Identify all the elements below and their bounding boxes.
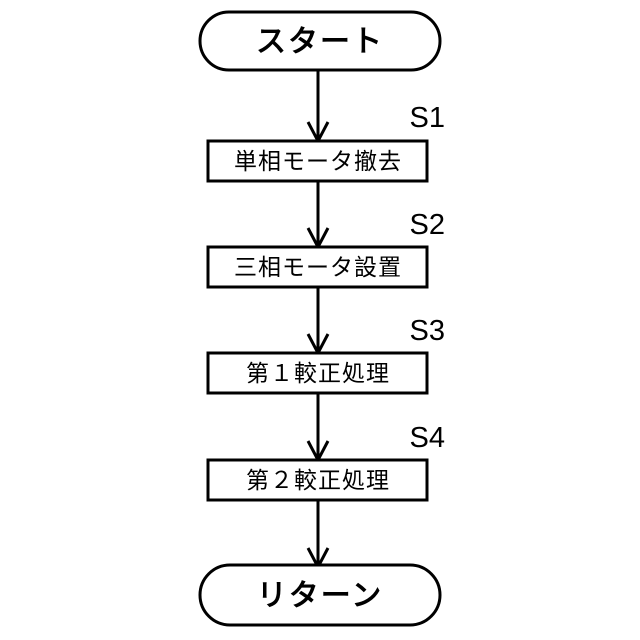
step-label-s3: S3 (410, 315, 445, 347)
step-label-s2: S2 (410, 209, 445, 241)
s2-label: 三相モータ設置 (234, 255, 402, 281)
step-label-s1: S1 (410, 102, 445, 134)
connector-s2-to-s3 (306, 287, 330, 357)
start-label: スタート (256, 25, 384, 60)
node-s1[interactable]: 単相モータ撤去 (206, 139, 429, 183)
node-s4[interactable]: 第２較正処理 (206, 458, 429, 502)
return-label: リターン (257, 579, 384, 614)
start-terminal-shape (198, 10, 442, 72)
connector-s3-to-s4 (306, 393, 330, 464)
s1-box-shape (206, 139, 429, 183)
s3-label: 第１較正処理 (246, 361, 390, 387)
node-s2[interactable]: 三相モータ設置 (206, 245, 429, 289)
connector-s1-to-s2 (306, 181, 330, 251)
s4-box-shape (206, 458, 429, 502)
node-start[interactable]: スタート (198, 10, 442, 72)
s4-label: 第２較正処理 (246, 468, 390, 494)
s3-box-shape (206, 351, 429, 395)
node-s3[interactable]: 第１較正処理 (206, 351, 429, 395)
node-return[interactable]: リターン (198, 563, 442, 627)
return-terminal-shape (198, 563, 442, 627)
connector-s4-to-return (306, 500, 330, 571)
s2-box-shape (206, 245, 429, 289)
connector-start-to-s1 (306, 70, 330, 145)
s1-label: 単相モータ撤去 (234, 149, 402, 175)
step-label-s4: S4 (410, 422, 445, 454)
